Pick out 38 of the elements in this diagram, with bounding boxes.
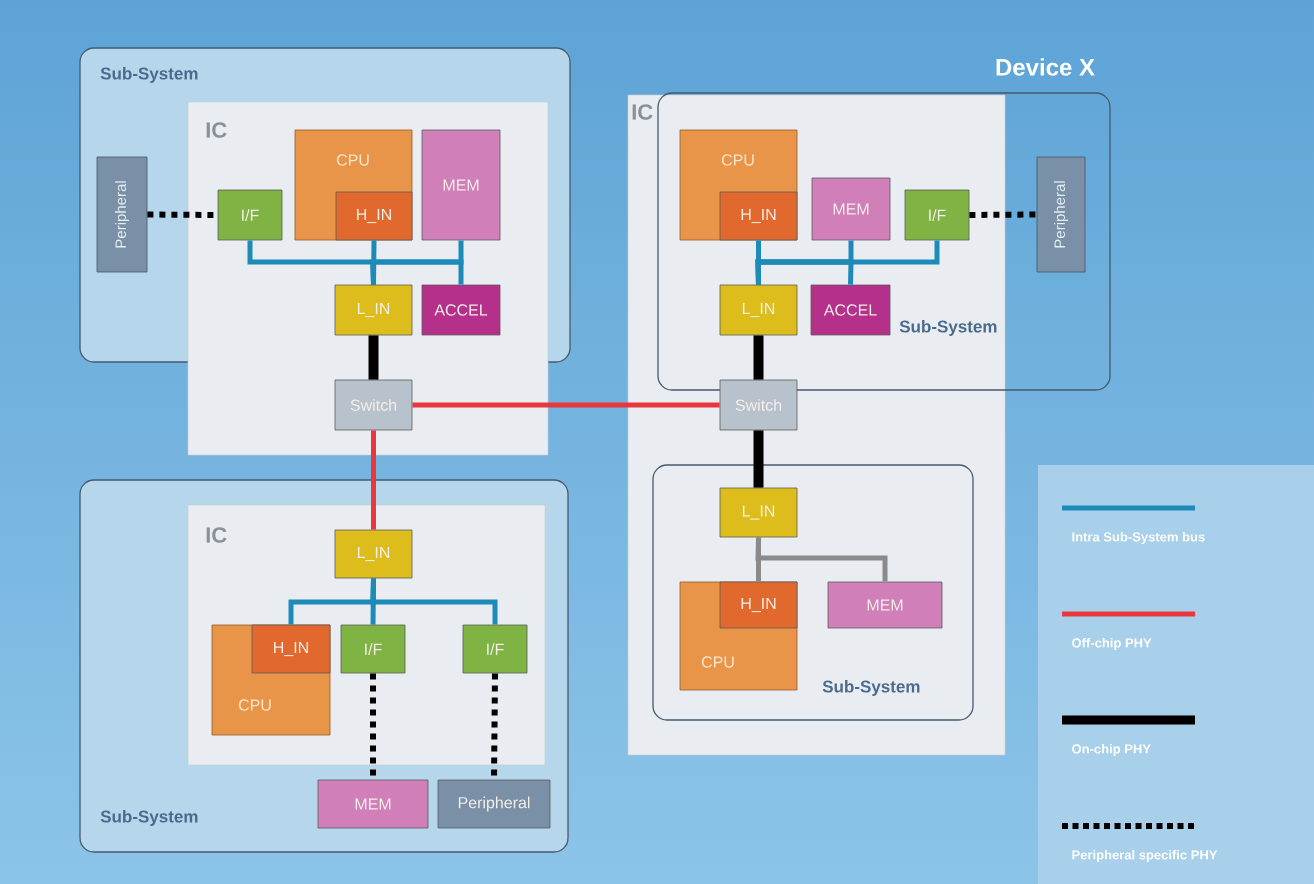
connector (753, 335, 764, 380)
component-box: L_IN (334, 284, 413, 336)
component-box: L_IN (719, 487, 798, 538)
component-box: MEM (317, 779, 429, 829)
component-box: H_IN (335, 191, 413, 241)
component-box: Switch (719, 379, 798, 431)
connector (368, 335, 379, 380)
component-box: Switch (334, 379, 413, 431)
connector (370, 578, 498, 625)
connector (370, 259, 464, 285)
connector (755, 259, 854, 285)
connector (371, 430, 376, 530)
component-box: I/F (340, 624, 406, 674)
component-box: I/F (217, 189, 283, 241)
connector (755, 537, 888, 582)
component-box: H_IN (251, 624, 331, 674)
legend-label: Peripheral specific PHY (1072, 849, 1218, 863)
peripheral-box: Peripheral (1036, 156, 1086, 273)
component-box: MEM (811, 177, 891, 241)
peripheral-box: Peripheral (96, 156, 148, 273)
component-box: MEM (827, 581, 943, 629)
component-box: ACCEL (421, 284, 501, 336)
legend-label: Off-chip PHY (1072, 637, 1152, 651)
component-box: H_IN (719, 191, 798, 241)
component-box: ACCEL (810, 284, 891, 336)
connector (753, 430, 764, 488)
component-box: L_IN (334, 529, 413, 579)
connector (969, 211, 1037, 218)
component-box: Peripheral (437, 779, 551, 829)
legend-label: Intra Sub-System bus (1072, 531, 1205, 545)
legend-label: On-chip PHY (1072, 743, 1151, 757)
component-box: I/F (904, 189, 970, 241)
title: Device X (996, 58, 1095, 76)
component-box: L_IN (719, 284, 798, 336)
component-box: I/F (462, 624, 528, 674)
component-box: H_IN (719, 581, 798, 629)
component-box: MEM (421, 129, 501, 241)
connector (412, 402, 720, 408)
